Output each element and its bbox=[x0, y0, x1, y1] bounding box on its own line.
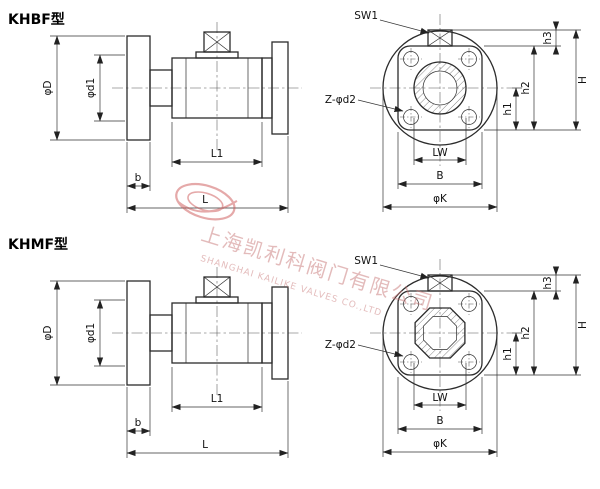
bore-hatching bbox=[414, 62, 466, 114]
bore-inner-circle bbox=[422, 70, 458, 106]
bore-outer-octagon bbox=[414, 307, 466, 359]
khbf-drawing bbox=[42, 10, 589, 213]
watermark-logo-swoosh bbox=[177, 200, 238, 213]
khmf-bore bbox=[414, 307, 466, 359]
section-title-khmf: KHMF型 bbox=[8, 236, 68, 253]
section-title-khbf: KHBF型 bbox=[8, 11, 65, 28]
bore-hatching bbox=[415, 308, 465, 358]
watermark-logo-outer-ring bbox=[175, 182, 236, 221]
khmf-drawing bbox=[42, 255, 589, 458]
bore-inner-octagon bbox=[423, 316, 457, 350]
khbf-bore bbox=[413, 61, 467, 115]
watermark-logo-inner-ring bbox=[187, 191, 224, 213]
bore-outer-circle bbox=[413, 61, 467, 115]
